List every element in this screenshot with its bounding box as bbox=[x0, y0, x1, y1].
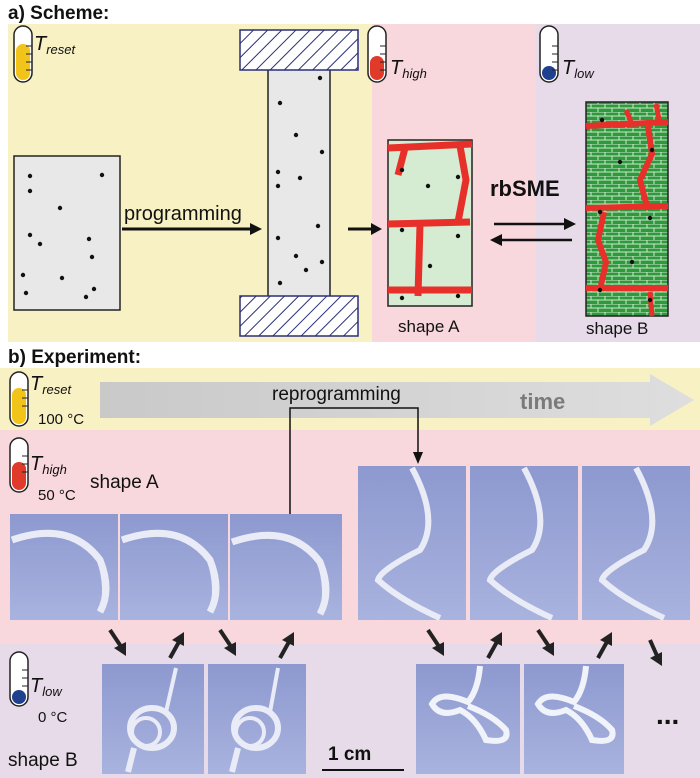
bottom-clamp bbox=[239, 295, 359, 337]
photo-shape-b-4 bbox=[524, 664, 624, 774]
photo-shape-b-1 bbox=[102, 664, 204, 774]
time-label: time bbox=[520, 389, 565, 414]
reset-temp: 100 °C bbox=[38, 411, 84, 428]
t-high-label: Thigh bbox=[390, 57, 427, 81]
thermometer-high-b-icon bbox=[9, 437, 29, 493]
arrow-up-icon bbox=[168, 632, 184, 659]
arrow-down-icon bbox=[536, 628, 554, 656]
thermometer-low-icon bbox=[539, 25, 559, 83]
shape-a-schematic bbox=[387, 139, 473, 307]
reprogramming-callout bbox=[289, 407, 423, 516]
arrow-to-shape-a bbox=[348, 223, 382, 235]
scale-label: 1 cm bbox=[328, 744, 371, 765]
time-arrow bbox=[100, 374, 694, 426]
shape-b-schematic bbox=[585, 101, 669, 317]
top-clamp bbox=[239, 29, 359, 71]
arrow-down-icon bbox=[108, 628, 126, 656]
shape-b-label: shape B bbox=[586, 319, 648, 338]
arrow-up-icon bbox=[596, 632, 612, 659]
stretched-sample bbox=[239, 29, 359, 337]
t-low-label: Tlow bbox=[562, 57, 595, 81]
thermometer-high-icon bbox=[367, 25, 387, 83]
arrow-down-icon bbox=[218, 628, 236, 656]
initial-sample bbox=[13, 155, 121, 311]
t-high-b-label: Thigh bbox=[30, 453, 67, 477]
rbsme-arrows bbox=[490, 218, 576, 246]
t-reset-b-label: Treset bbox=[30, 373, 73, 397]
shape-a-b-label: shape A bbox=[90, 472, 159, 493]
low-temp: 0 °C bbox=[38, 709, 68, 726]
arrow-up-icon bbox=[486, 632, 502, 659]
shape-b-b-label: shape B bbox=[8, 750, 78, 771]
thermometer-low-b-icon bbox=[9, 651, 29, 707]
photo-shape-b-2 bbox=[208, 664, 306, 774]
transition-arrows bbox=[108, 628, 662, 666]
programming-label: programming bbox=[124, 203, 242, 225]
high-temp: 50 °C bbox=[38, 487, 76, 504]
photo-shape-a-1 bbox=[10, 514, 118, 620]
arrow-up-icon bbox=[278, 632, 294, 659]
photo-reprogrammed-3 bbox=[582, 466, 690, 621]
reprogramming-label: reprogramming bbox=[272, 384, 401, 405]
t-reset-label: Treset bbox=[34, 33, 77, 57]
scheme-heading: a) Scheme: bbox=[8, 3, 109, 24]
experiment-heading: b) Experiment: bbox=[8, 347, 141, 368]
photo-shape-b-3 bbox=[416, 664, 520, 774]
programming-arrow bbox=[122, 223, 262, 235]
shape-a-label: shape A bbox=[398, 317, 460, 336]
arrow-down-icon bbox=[648, 639, 662, 666]
thermometer-reset-b-icon bbox=[9, 371, 29, 427]
arrow-down-icon bbox=[426, 628, 444, 656]
photo-shape-a-2 bbox=[120, 514, 228, 620]
photo-reprogrammed-1 bbox=[358, 466, 466, 621]
t-low-b-label: Tlow bbox=[30, 675, 63, 699]
ellipsis: ... bbox=[656, 699, 679, 730]
photo-shape-a-3 bbox=[230, 514, 342, 620]
rbsme-label: rbSME bbox=[490, 176, 560, 201]
thermometer-reset-icon bbox=[13, 25, 33, 83]
photo-reprogrammed-2 bbox=[470, 466, 578, 621]
